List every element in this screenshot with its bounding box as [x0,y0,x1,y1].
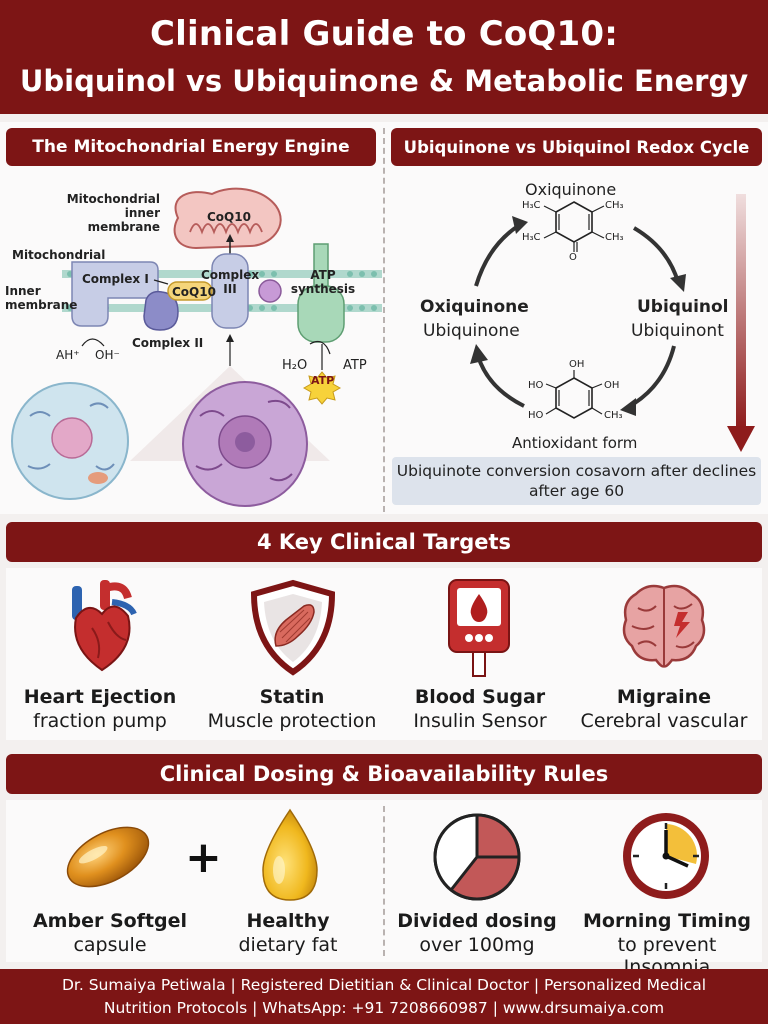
brain-icon [622,584,706,668]
top-divider [383,128,385,512]
target-sub: Insulin Sensor [413,710,547,732]
dosing-title: Healthy [246,910,330,932]
mol-top-o: O [569,252,577,263]
label-mitochondrial: Mitochondrial [12,248,106,262]
target-sub: Muscle protection [207,710,377,732]
label-inner-membrane-side: Inner membrane [5,284,78,312]
dosing-softgel: Amber Softgel capsule [18,910,202,956]
targets-heading: 4 Key Clinical Targets [6,522,762,562]
target-title: Blood Sugar [414,686,546,708]
redox-right-bold: Ubiquinol [637,297,729,317]
page-title: Clinical Guide to CoQ10: [149,14,619,54]
redox-top-label: Oxiquinone [525,180,617,199]
target-title: Statin [259,686,325,708]
mol-bottom-oh-tr: OH [604,380,620,391]
mol-bottom-ho-tl: HO [528,380,544,391]
target-title: Heart Ejection [23,686,177,708]
atp-synthesis-label: ATP synthesis [290,268,356,296]
oil-drop-icon [262,808,318,901]
redox-panel-heading: Ubiquinone vs Ubiquinol Redox Cycle [391,128,762,166]
mol-bottom-ho-bl: HO [528,410,544,421]
mol-top-ch3-br: CH₃ [605,232,624,243]
mol-bottom-ch3-br: CH₃ [604,410,623,421]
dosing-morning: Morning Timing to prevent Insomnia [572,910,762,978]
target-sub: Cerebral vascular [580,710,748,732]
clock-icon [623,813,709,899]
footer-line-1: Dr. Sumaiya Petiwala | Registered Dietit… [61,976,707,994]
header-banner: Clinical Guide to CoQ10: Ubiquinol vs Ub… [0,0,768,114]
page-subtitle: Ubiquinol vs Ubiquinone & Metabolic Ener… [19,64,749,98]
dosing-title: Amber Softgel [32,910,188,932]
target-title: Migraine [616,686,712,708]
redox-cycle-diagram [470,194,755,452]
h2o-label: H₂O [282,358,308,373]
age-note: Ubiquinote conversion cosavorn after dec… [392,457,761,505]
atp-label: ATP [343,358,367,373]
dosing-divider [383,806,385,956]
mol-top-ch3-bl: H₃C [522,232,541,243]
footer-line-2: Nutrition Protocols | WhatsApp: +91 7208… [103,999,665,1017]
target-heart: Heart Ejection fraction pump [8,686,192,732]
mol-top-ch3-tr: CH₃ [605,200,624,211]
glucose-meter-icon [448,579,510,677]
heart-icon [72,580,137,672]
dosing-title: Morning Timing [582,910,752,932]
dosing-fat: Healthy dietary fat [196,910,380,956]
ah-plus-label: AH⁺ [56,348,80,362]
complex-2-label: Complex II [132,336,204,350]
dosing-divided: Divided dosing over 100mg [385,910,569,956]
mito-panel-heading: The Mitochondrial Energy Engine [6,128,376,166]
target-blood-sugar: Blood Sugar Insulin Sensor [388,686,572,732]
plus-sign: + [185,832,222,883]
shield-muscle-icon [250,579,336,676]
softgel-icon [66,826,150,888]
footer-banner: Dr. Sumaiya Petiwala | Registered Dietit… [0,969,768,1024]
redox-bottom-label: Antioxidant form [512,434,638,452]
mito-diagram [11,187,382,507]
coq10-organelle-label: CoQ10 [207,210,251,224]
dosing-heading: Clinical Dosing & Bioavailability Rules [6,754,762,794]
dosing-sub: over 100mg [419,934,535,956]
atp-badge-label: ATP [311,374,335,387]
dosing-sub: dietary fat [238,934,338,956]
coq10-pill-label: CoQ10 [172,285,216,299]
pie-chart-icon [433,813,521,901]
dosing-sub: capsule [73,934,147,956]
oh-minus-label: OH⁻ [95,348,120,362]
complex-1-label: Complex I [82,272,149,286]
redox-right-sub: Ubiquinont [631,321,724,341]
label-inner-membrane-top: Mitochondrial inner membrane [66,192,160,234]
complex-3-label: Complex III [201,268,260,296]
dosing-title: Divided dosing [397,910,557,932]
redox-left-bold: Oxiquinone [420,297,529,317]
target-statin: Statin Muscle protection [200,686,384,732]
target-migraine: Migraine Cerebral vascular [572,686,756,732]
redox-left-sub: Ubiquinone [423,321,520,341]
mol-bottom-oh-top: OH [569,359,585,370]
mol-top-ch3-tl: H₃C [522,200,541,211]
target-sub: fraction pump [33,710,167,732]
